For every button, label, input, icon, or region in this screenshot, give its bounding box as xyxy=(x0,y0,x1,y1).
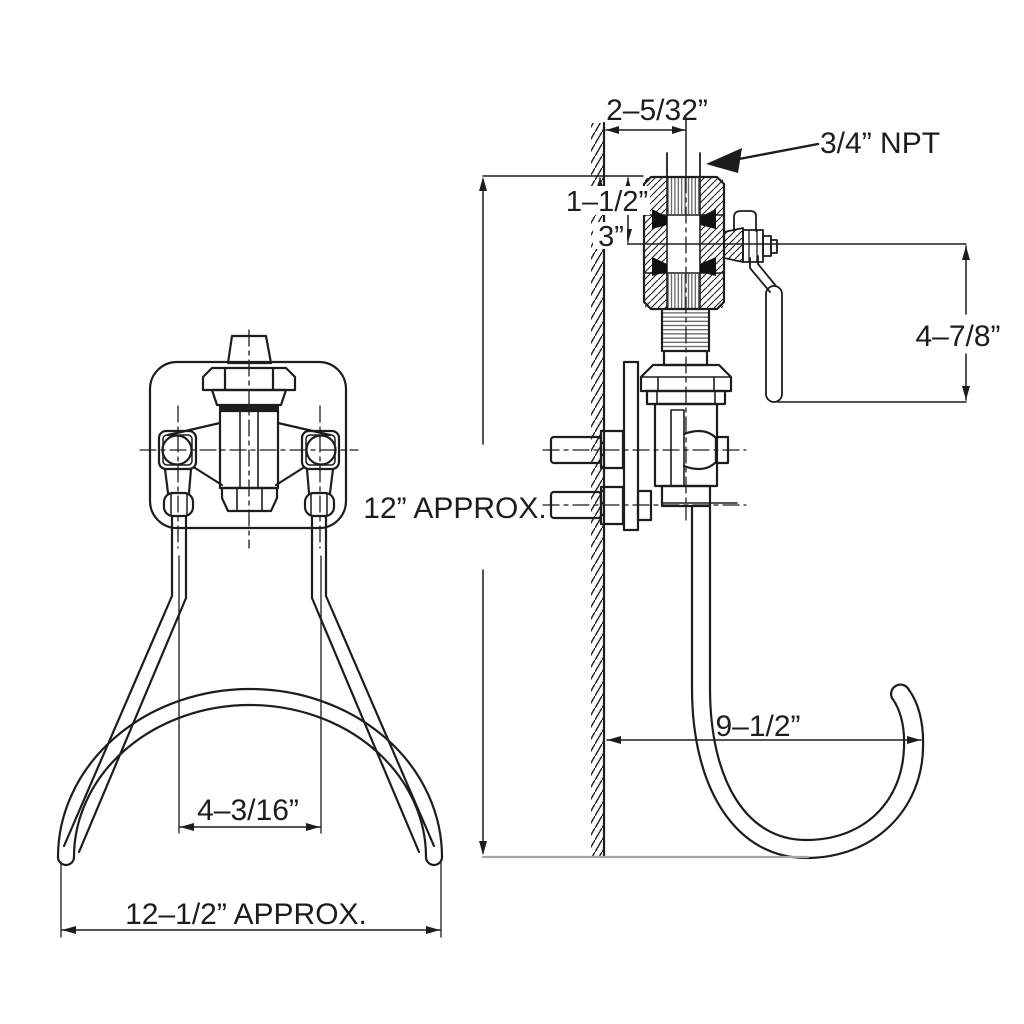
dimension-hook-reach xyxy=(606,736,922,744)
pipe-coupling-section xyxy=(642,175,726,311)
label-rod-spacing: 4–3/16” xyxy=(197,794,299,827)
dimension-hoop-width xyxy=(60,861,442,938)
clamp-top-band xyxy=(219,405,279,411)
ball-valve-stem xyxy=(723,227,778,263)
label-handle-drop: 4–7/8” xyxy=(915,320,1000,353)
label-bg xyxy=(378,487,534,523)
side-centerlines xyxy=(542,176,747,521)
dimension-top-offset xyxy=(605,117,687,177)
label-wall-inset: 1–1/2” xyxy=(566,186,648,218)
label-bg xyxy=(593,222,627,249)
dimension-overall-height xyxy=(479,175,644,855)
hoop-front-profile xyxy=(56,687,444,867)
dimension-rod-spacing xyxy=(178,555,322,834)
label-thread-spec: 3/4” NPT xyxy=(820,127,940,160)
supply-pipe-stub xyxy=(666,152,701,178)
label-hook-reach: 9–1/2” xyxy=(715,710,800,743)
bottom-hex-nut xyxy=(220,486,279,513)
npt-leader-arrow xyxy=(706,142,820,173)
label-bg xyxy=(566,186,650,215)
label-stem-offset: 3” xyxy=(598,221,624,253)
valve-body xyxy=(653,402,738,508)
label-top-offset: 2–5/32” xyxy=(606,94,708,127)
dimension-labels: 2–5/32” 3/4” NPT 1–1/2” 3” 12” APPROX. 4… xyxy=(125,94,1000,931)
hex-nut xyxy=(201,366,297,407)
label-hoop-width: 12–1/2” APPROX. xyxy=(125,898,367,931)
side-view xyxy=(542,121,925,860)
dimensions xyxy=(60,117,970,938)
dimension-handle-drop xyxy=(777,245,970,403)
valve-handle xyxy=(733,210,783,403)
front-view xyxy=(56,329,444,867)
pipe-stub xyxy=(226,334,273,365)
front-centerlines xyxy=(139,329,359,549)
hook-side-profile xyxy=(690,504,925,860)
mounting-plate xyxy=(148,360,348,530)
label-overall-height: 12” APPROX. xyxy=(363,492,546,525)
hanger-rods xyxy=(62,514,436,854)
